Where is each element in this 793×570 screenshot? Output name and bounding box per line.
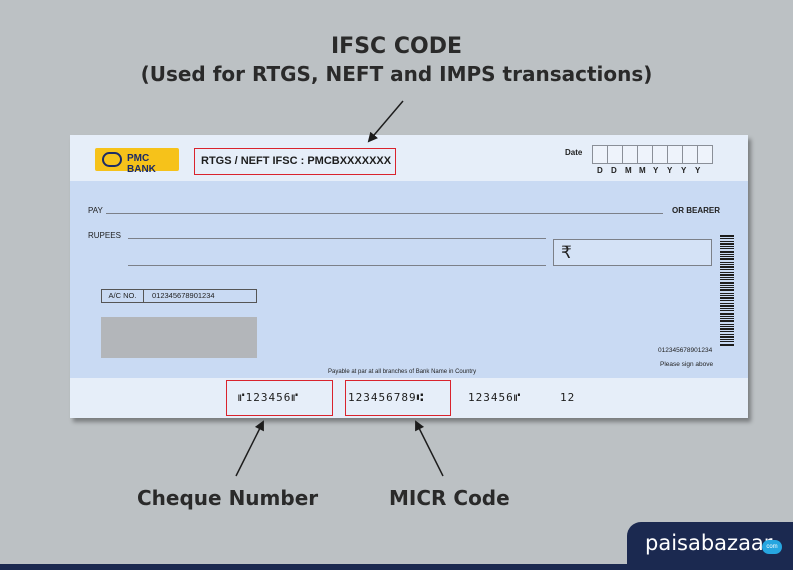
date-box (697, 145, 713, 164)
ifsc-title: IFSC CODE (330, 34, 462, 59)
barcode-stripe (720, 238, 734, 239)
barcode-stripe (720, 254, 734, 255)
barcode-stripe (720, 341, 734, 342)
barcode-stripe (720, 336, 734, 338)
account-number-box: A/C NO. 012345678901234 (101, 289, 257, 303)
brand-badge-icon: com (762, 540, 782, 554)
ifsc-arrow (367, 100, 404, 143)
barcode-stripe (720, 258, 734, 260)
bank-logo-icon (102, 152, 122, 167)
micr-line: ⑈123456⑈ 123456789⑆ 123456⑈ 12 (70, 389, 748, 409)
barcode-stripe (720, 243, 734, 245)
barcode-stripe (720, 344, 734, 346)
amount-words-line (128, 238, 546, 239)
barcode (720, 235, 734, 346)
barcode-stripe (720, 251, 734, 253)
barcode-stripe (720, 339, 734, 340)
ifsc-subtitle: (Used for RTGS, NEFT and IMPS transactio… (140, 62, 653, 86)
amount-words-line (128, 265, 546, 266)
barcode-stripe (720, 331, 734, 332)
or-bearer-label: OR BEARER (672, 206, 721, 215)
micr-code: 123456789⑆ (348, 391, 425, 404)
cheque-number-arrow (235, 420, 264, 477)
date-format-letter: D (597, 166, 603, 175)
micr-cheque-number: ⑈123456⑈ (238, 391, 299, 404)
date-format-letter: Y (695, 166, 701, 175)
brand-name: paisabazaar (645, 531, 773, 555)
barcode-stripe (720, 272, 734, 273)
cheque-number-highlight-box (226, 380, 333, 416)
account-label: A/C NO. (102, 290, 144, 302)
micr-code-arrow (415, 420, 444, 477)
barcode-number: 012345678901234 (658, 347, 713, 354)
barcode-stripe (720, 248, 734, 249)
date-format-letter: Y (681, 166, 687, 175)
cheque-number-caption: Cheque Number (137, 486, 319, 510)
date-boxes (592, 145, 713, 164)
micr-transaction-code: 12 (560, 391, 576, 404)
bank-name: PMC BANK (127, 153, 156, 175)
barcode-stripe (720, 303, 734, 304)
amount-box: ₹ (553, 239, 712, 266)
barcode-stripe (720, 313, 734, 315)
date-format-letter: D (611, 166, 617, 175)
date-format-letter: Y (653, 166, 659, 175)
micr-code-caption: MICR Code (389, 486, 510, 510)
barcode-stripe (720, 279, 734, 280)
barcode-stripe (720, 274, 734, 276)
barcode-stripe (720, 328, 734, 330)
barcode-stripe (720, 324, 734, 325)
barcode-stripe (720, 256, 734, 257)
micr-code-highlight-box (345, 380, 451, 416)
barcode-stripe (720, 316, 734, 317)
bank-logo: PMC BANK (95, 148, 179, 175)
barcode-stripe (720, 320, 734, 322)
pay-label: PAY (88, 206, 103, 215)
payable-note: Payable at par at all branches of Bank N… (328, 369, 477, 375)
date-format-letter: M (625, 166, 632, 175)
barcode-stripe (720, 326, 734, 327)
cheque: PMC BANK RTGS / NEFT IFSC : PMCBXXXXXXX … (70, 135, 748, 418)
rupee-icon: ₹ (561, 243, 572, 262)
barcode-stripe (720, 262, 734, 263)
barcode-stripe (720, 318, 734, 319)
barcode-stripe (720, 308, 734, 309)
date-label: Date (565, 148, 583, 157)
barcode-stripe (720, 287, 734, 288)
barcode-stripe (720, 300, 734, 301)
brand-logo: paisabazaar com (627, 522, 793, 570)
barcode-stripe (720, 297, 734, 299)
barcode-stripe (720, 246, 734, 247)
barcode-stripe (720, 266, 734, 268)
date-format-letter: M (639, 166, 646, 175)
payee-line (106, 213, 663, 214)
sign-label: Please sign above (660, 361, 714, 368)
ifsc-highlight-box: RTGS / NEFT IFSC : PMCBXXXXXXX (194, 148, 396, 175)
ifsc-code-text: RTGS / NEFT IFSC : PMCBXXXXXXX (201, 155, 392, 167)
date-format-letter: Y (667, 166, 673, 175)
footer-bar (0, 564, 793, 570)
barcode-stripe (720, 295, 734, 296)
rupees-label: RUPEES (88, 231, 121, 240)
barcode-stripe (720, 305, 734, 307)
barcode-stripe (720, 269, 734, 270)
barcode-stripe (720, 289, 734, 291)
barcode-stripe (720, 277, 734, 278)
barcode-stripe (720, 241, 734, 242)
barcode-stripe (720, 285, 734, 286)
cheque-micr-band (70, 378, 748, 418)
barcode-stripe (720, 264, 734, 265)
date-format: D D M M Y Y Y Y (597, 166, 709, 175)
barcode-stripe (720, 235, 734, 237)
barcode-stripe (720, 282, 734, 284)
barcode-stripe (720, 334, 734, 335)
barcode-stripe (720, 293, 734, 294)
barcode-stripe (720, 310, 734, 311)
account-number: 012345678901234 (152, 291, 215, 300)
micr-account-id: 123456⑈ (468, 391, 522, 404)
signature-area (101, 317, 257, 358)
